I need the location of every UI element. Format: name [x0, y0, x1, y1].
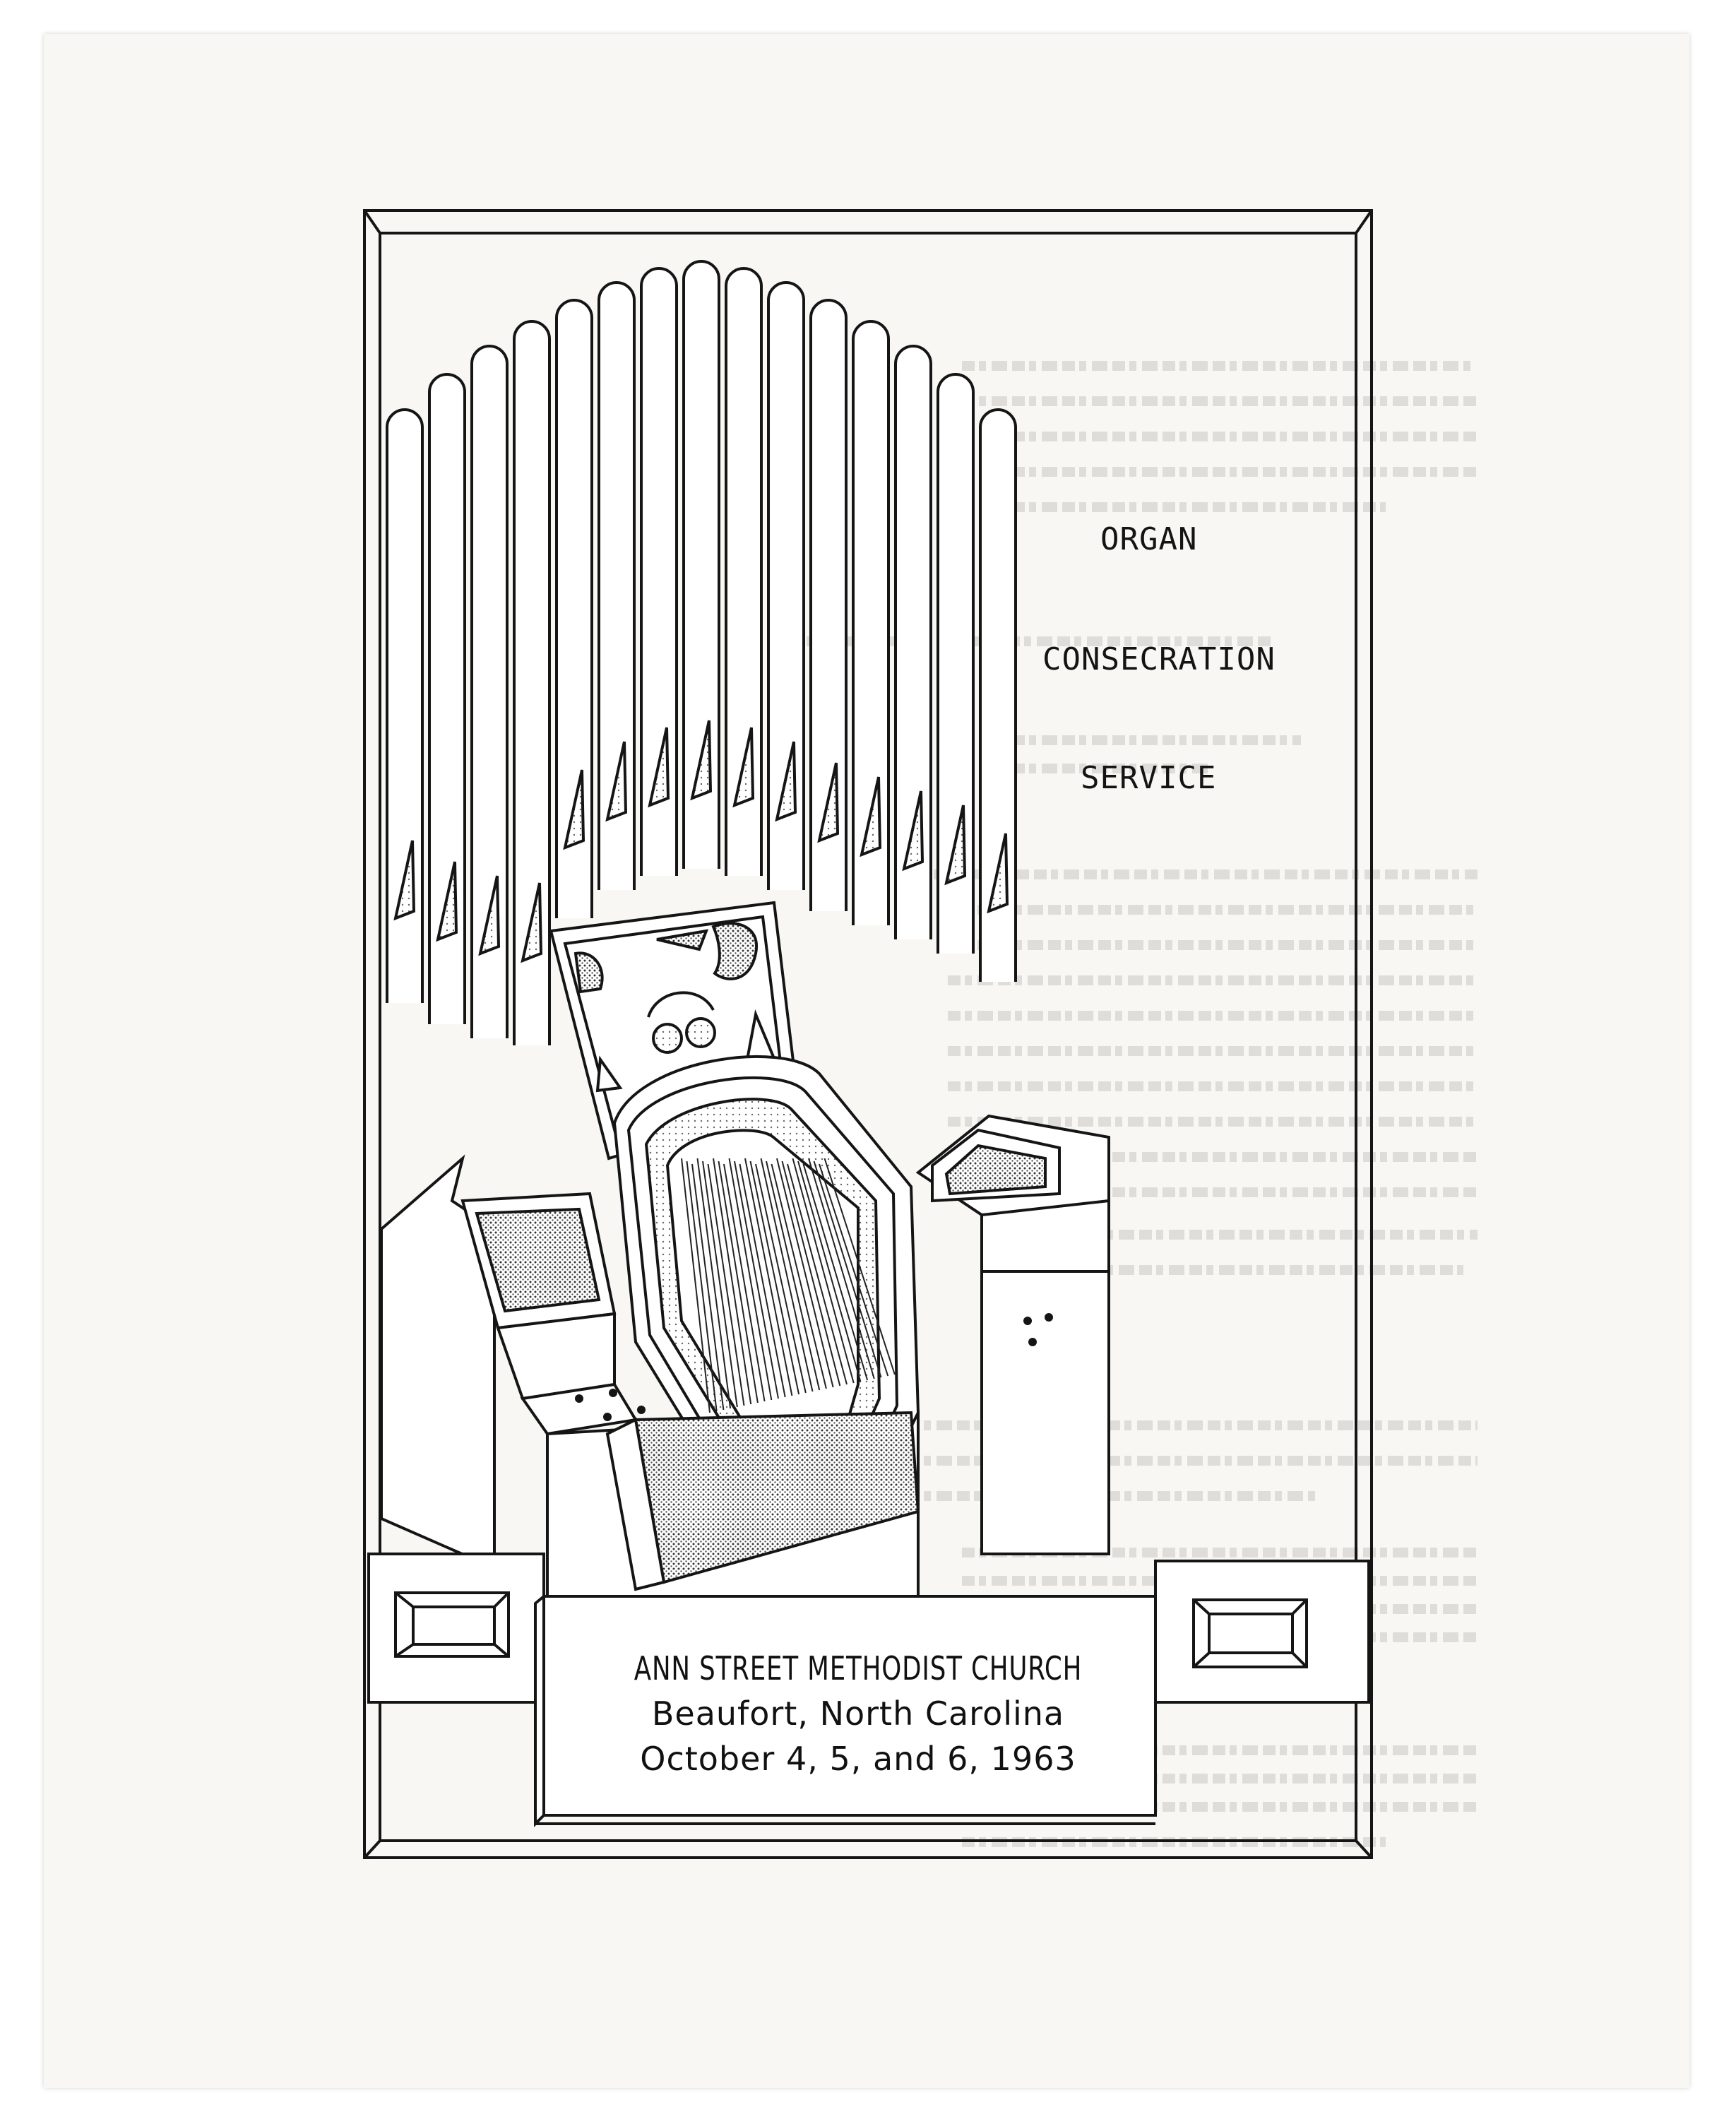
- church-name: ANN STREET METHODIST CHURCH: [634, 1649, 1083, 1687]
- key-line: [728, 1158, 773, 1401]
- key-line: [718, 1161, 759, 1403]
- key-line: [681, 1158, 711, 1413]
- organ-pipe: [513, 320, 551, 1045]
- organ-console: [367, 1055, 1370, 1827]
- key-line: [755, 1163, 807, 1394]
- organ-pipe: [640, 267, 678, 876]
- key-line: [819, 1163, 889, 1377]
- key-line: [787, 1163, 848, 1385]
- key-line: [802, 1163, 869, 1381]
- church-location: Beaufort, North Carolina: [651, 1694, 1065, 1733]
- key-line: [776, 1158, 834, 1388]
- organ-pipe: [809, 299, 848, 911]
- pipe-mouth: [732, 727, 755, 808]
- organ-pipe: [725, 267, 763, 876]
- key-line: [723, 1163, 766, 1402]
- pipe-mouth: [436, 861, 458, 942]
- key-line: [713, 1158, 752, 1405]
- organ-pipe: [852, 320, 890, 925]
- cover-caption: ANN STREET METHODIST CHURCH Beaufort, No…: [544, 1646, 1172, 1781]
- pipe-mouth: [393, 840, 416, 921]
- key-line: [696, 1158, 732, 1409]
- key-line: [766, 1161, 821, 1391]
- pipe-mouth: [902, 790, 925, 872]
- key-line: [824, 1158, 896, 1375]
- pipe-mouth: [605, 741, 628, 822]
- key-line: [707, 1163, 745, 1406]
- cover-frame: [363, 209, 1373, 1859]
- organ-pipe: [470, 345, 509, 1038]
- pipe-mouth: [775, 741, 797, 822]
- key-line: [734, 1161, 779, 1399]
- pipe-mouth: [521, 882, 543, 963]
- key-line: [813, 1161, 882, 1378]
- title-word-service: SERVICE: [1081, 760, 1217, 796]
- pipe-mouth: [563, 769, 585, 850]
- key-line: [771, 1163, 827, 1389]
- key-line: [749, 1161, 800, 1395]
- key-line: [760, 1158, 814, 1392]
- pipe-mouth: [648, 727, 670, 808]
- pipe-mouth: [944, 805, 967, 886]
- organ-pipe: [598, 281, 636, 890]
- organ-pipe: [555, 299, 593, 918]
- organ-pipe: [682, 260, 720, 869]
- pipe-mouth: [860, 776, 882, 857]
- pipe-mouth: [478, 875, 501, 956]
- pipe-mouth: [817, 762, 840, 843]
- key-line: [797, 1161, 862, 1382]
- organ-pipes: [386, 260, 1017, 1045]
- key-line: [686, 1161, 718, 1412]
- key-line: [808, 1158, 875, 1379]
- service-dates: October 4, 5, and 6, 1963: [640, 1740, 1076, 1778]
- key-line: [781, 1161, 841, 1387]
- pipe-mouth: [690, 720, 713, 801]
- organ-pipe: [767, 281, 805, 890]
- title-word-consecration: CONSECRATION: [1042, 641, 1276, 677]
- key-line: [792, 1158, 855, 1384]
- key-line: [691, 1163, 725, 1411]
- key-line: [702, 1161, 738, 1408]
- pipe-mouth: [987, 833, 1009, 914]
- key-line: [744, 1158, 793, 1396]
- key-line: [739, 1163, 786, 1398]
- title-word-organ: ORGAN: [1100, 521, 1198, 557]
